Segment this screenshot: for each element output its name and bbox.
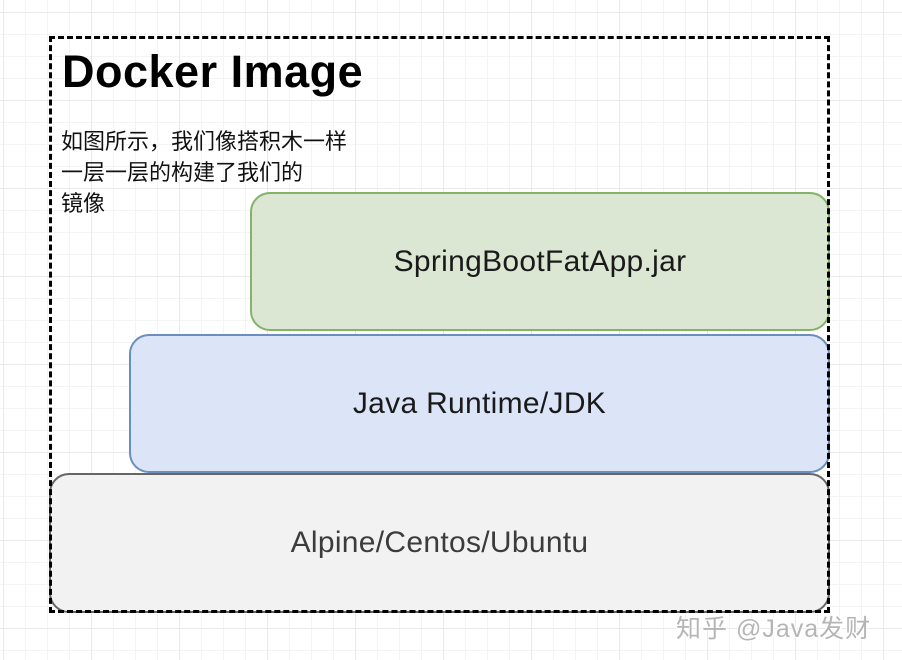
diagram-title: Docker Image: [62, 46, 364, 97]
layer-label-base-os: Alpine/Centos/Ubuntu: [290, 526, 589, 559]
note-text: 如图所示，我们像搭积木一样 一层一层的构建了我们的 镜像: [61, 126, 347, 219]
layer-box-base-os: Alpine/Centos/Ubuntu: [49, 473, 830, 613]
layer-box-java-runtime: Java Runtime/JDK: [129, 334, 830, 473]
zhihu-watermark: 知乎 @Java发财: [676, 615, 872, 643]
layer-label-java-runtime: Java Runtime/JDK: [352, 386, 607, 420]
note-line-2: 一层一层的构建了我们的: [61, 160, 304, 185]
note-line-3: 镜像: [61, 191, 106, 216]
note-line-1: 如图所示，我们像搭积木一样: [61, 129, 348, 154]
layer-label-springboot-app: SpringBootFatApp.jar: [393, 244, 687, 278]
layer-box-springboot-app: SpringBootFatApp.jar: [250, 192, 830, 331]
